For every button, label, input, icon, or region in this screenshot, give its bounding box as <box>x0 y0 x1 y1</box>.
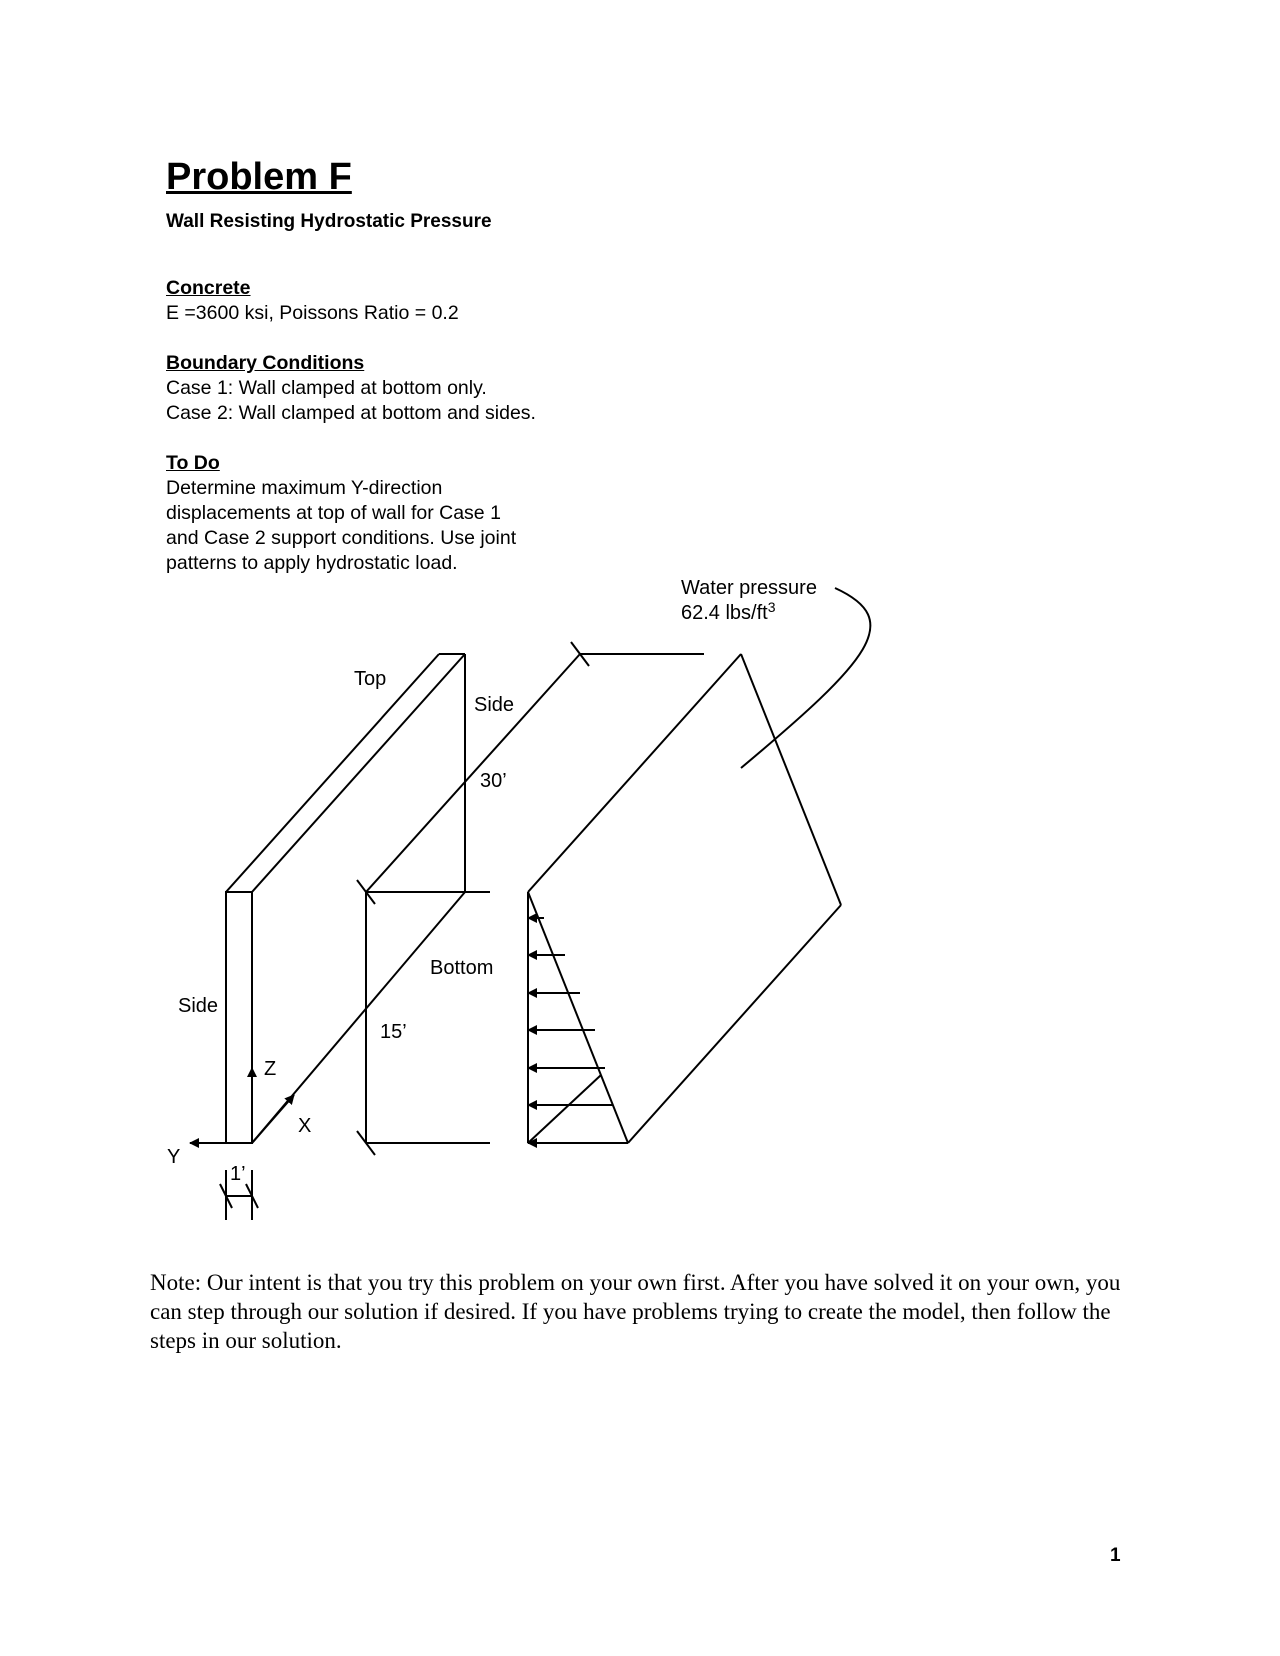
side-left-label: Side <box>178 995 218 1017</box>
axis-z-label: Z <box>264 1058 276 1080</box>
page-title: Problem F <box>166 156 352 198</box>
dim-1-label: 1’ <box>230 1163 246 1185</box>
concrete-properties: E =3600 ksi, Poissons Ratio = 0.2 <box>166 302 459 324</box>
dim-30-label: 30’ <box>480 770 507 792</box>
bottom-label: Bottom <box>430 957 493 979</box>
side-right-label: Side <box>474 694 514 716</box>
todo-line-1: Determine maximum Y-direction <box>166 477 443 499</box>
concrete-heading: Concrete <box>166 277 251 299</box>
axis-x-label: X <box>298 1115 311 1137</box>
pressure-prism <box>527 653 842 1144</box>
todo-line-2: displacements at top of wall for Case 1 <box>166 502 501 524</box>
water-pressure-value: 62.4 lbs/ft3 <box>681 599 776 624</box>
water-pressure-leader <box>740 587 872 769</box>
axis-y-label: Y <box>167 1146 180 1168</box>
todo-line-4: patterns to apply hydrostatic load. <box>166 552 458 574</box>
todo-line-3: and Case 2 support conditions. Use joint <box>166 527 517 549</box>
page-subtitle: Wall Resisting Hydrostatic Pressure <box>166 211 492 232</box>
todo-heading: To Do <box>166 452 220 474</box>
wall-slab <box>225 653 466 1144</box>
dimension-lines <box>219 641 704 1220</box>
water-pressure-label: Water pressure <box>681 577 817 599</box>
water-pressure-exponent: 3 <box>768 599 776 615</box>
boundary-section: Boundary Conditions Case 1: Wall clamped… <box>166 351 536 426</box>
note-paragraph: Note: Our intent is that you try this pr… <box>150 1270 1121 1353</box>
page-number: 1 <box>1110 1545 1121 1566</box>
dim-15-label: 15’ <box>380 1021 407 1043</box>
concrete-section: Concrete E =3600 ksi, Poissons Ratio = 0… <box>166 276 459 326</box>
coordinate-axes <box>189 1067 295 1148</box>
todo-section: To Do Determine maximum Y-direction disp… <box>166 451 516 576</box>
boundary-case-2: Case 2: Wall clamped at bottom and sides… <box>166 402 536 424</box>
boundary-heading: Boundary Conditions <box>166 352 365 374</box>
top-label: Top <box>354 668 386 690</box>
boundary-case-1: Case 1: Wall clamped at bottom only. <box>166 377 487 399</box>
pressure-arrows <box>527 913 625 1148</box>
